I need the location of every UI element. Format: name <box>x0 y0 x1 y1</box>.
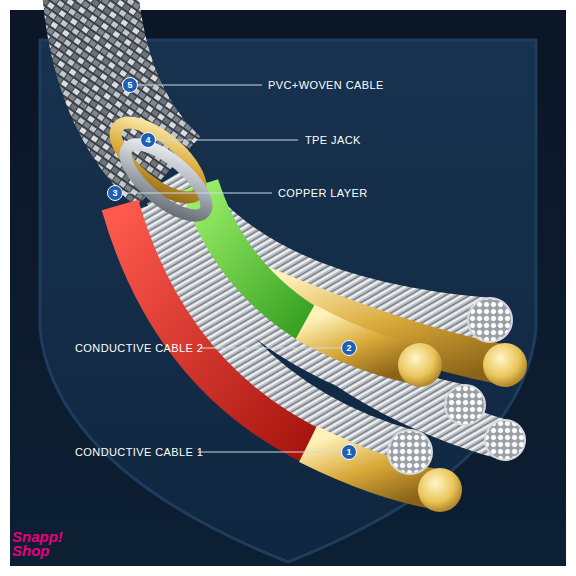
leader-line <box>123 193 272 194</box>
part-label: COPPER LAYER <box>278 186 368 200</box>
callout-number: 5 <box>122 77 138 93</box>
leader-line <box>198 452 341 453</box>
strand-end <box>468 298 512 342</box>
part-label: CONDUCTIVE CABLE 1 <box>75 445 203 459</box>
part-label: PVC+WOVEN CABLE <box>268 78 384 92</box>
red-insulation <box>120 205 320 450</box>
strand-end <box>485 420 525 460</box>
green-insulation <box>200 185 318 330</box>
strand-end <box>445 385 485 425</box>
callout-number: 3 <box>107 185 123 201</box>
callout-number: 4 <box>140 132 156 148</box>
watermark: Snapp! Shop <box>12 530 72 558</box>
part-label: TPE JACK <box>305 133 361 147</box>
leader-line <box>200 348 341 349</box>
leader-line <box>138 85 262 86</box>
conductor-end <box>418 468 462 512</box>
conductor-end <box>398 343 442 387</box>
strand-end <box>388 430 432 474</box>
copper-ring <box>115 133 217 228</box>
leader-line <box>156 140 298 141</box>
conductor-end <box>483 343 527 387</box>
callout-number: 1 <box>341 444 357 460</box>
part-label: CONDUCTIVE CABLE 2 <box>75 341 203 355</box>
callout-number: 2 <box>341 340 357 356</box>
